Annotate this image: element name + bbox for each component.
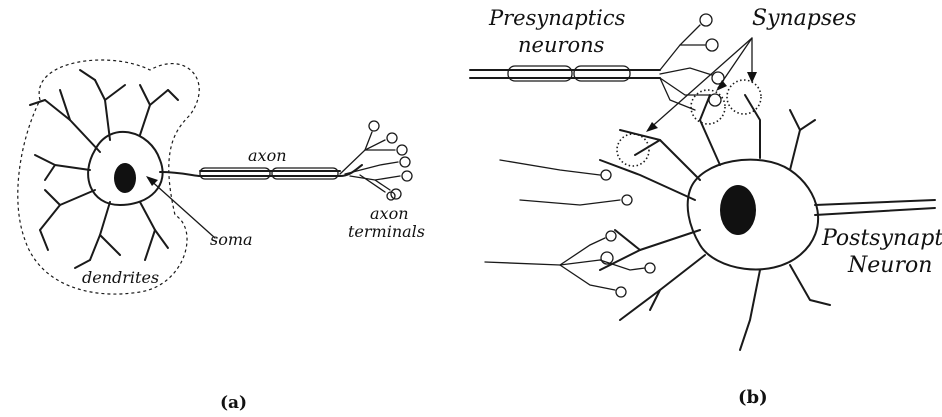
label-postsynaptic-2: Neuron [848,253,932,278]
label-axon-terminals-1: axon [370,204,409,223]
label-postsynaptic-1: Postsynaptic [822,226,942,251]
lower-presynaptic [485,160,655,297]
presynaptic-terminals [660,14,724,110]
postsynaptic-nucleus [720,185,756,235]
label-axon-terminals-2: terminals [348,222,425,241]
caption-a: (a) [220,393,247,413]
label-presynaptic-1: Presynaptics [489,6,625,30]
presynaptic-axon [470,66,660,81]
synapse-circle-3 [727,80,761,114]
label-axon: axon [248,146,287,165]
label-dendrites: dendrites [82,268,159,287]
nucleus [114,163,136,193]
panel-b-neuron [470,14,935,350]
panel-a-neuron [18,60,412,294]
soma-pointer [148,178,215,238]
label-presynaptic-2: neurons [518,33,604,57]
caption-b: (b) [738,387,768,408]
label-synapses: Synapses [752,6,856,31]
postsynaptic-dendrites [600,95,830,350]
label-soma: soma [210,230,253,249]
dendrites [30,70,178,268]
axon-terminals [340,121,412,200]
axon [160,165,362,179]
